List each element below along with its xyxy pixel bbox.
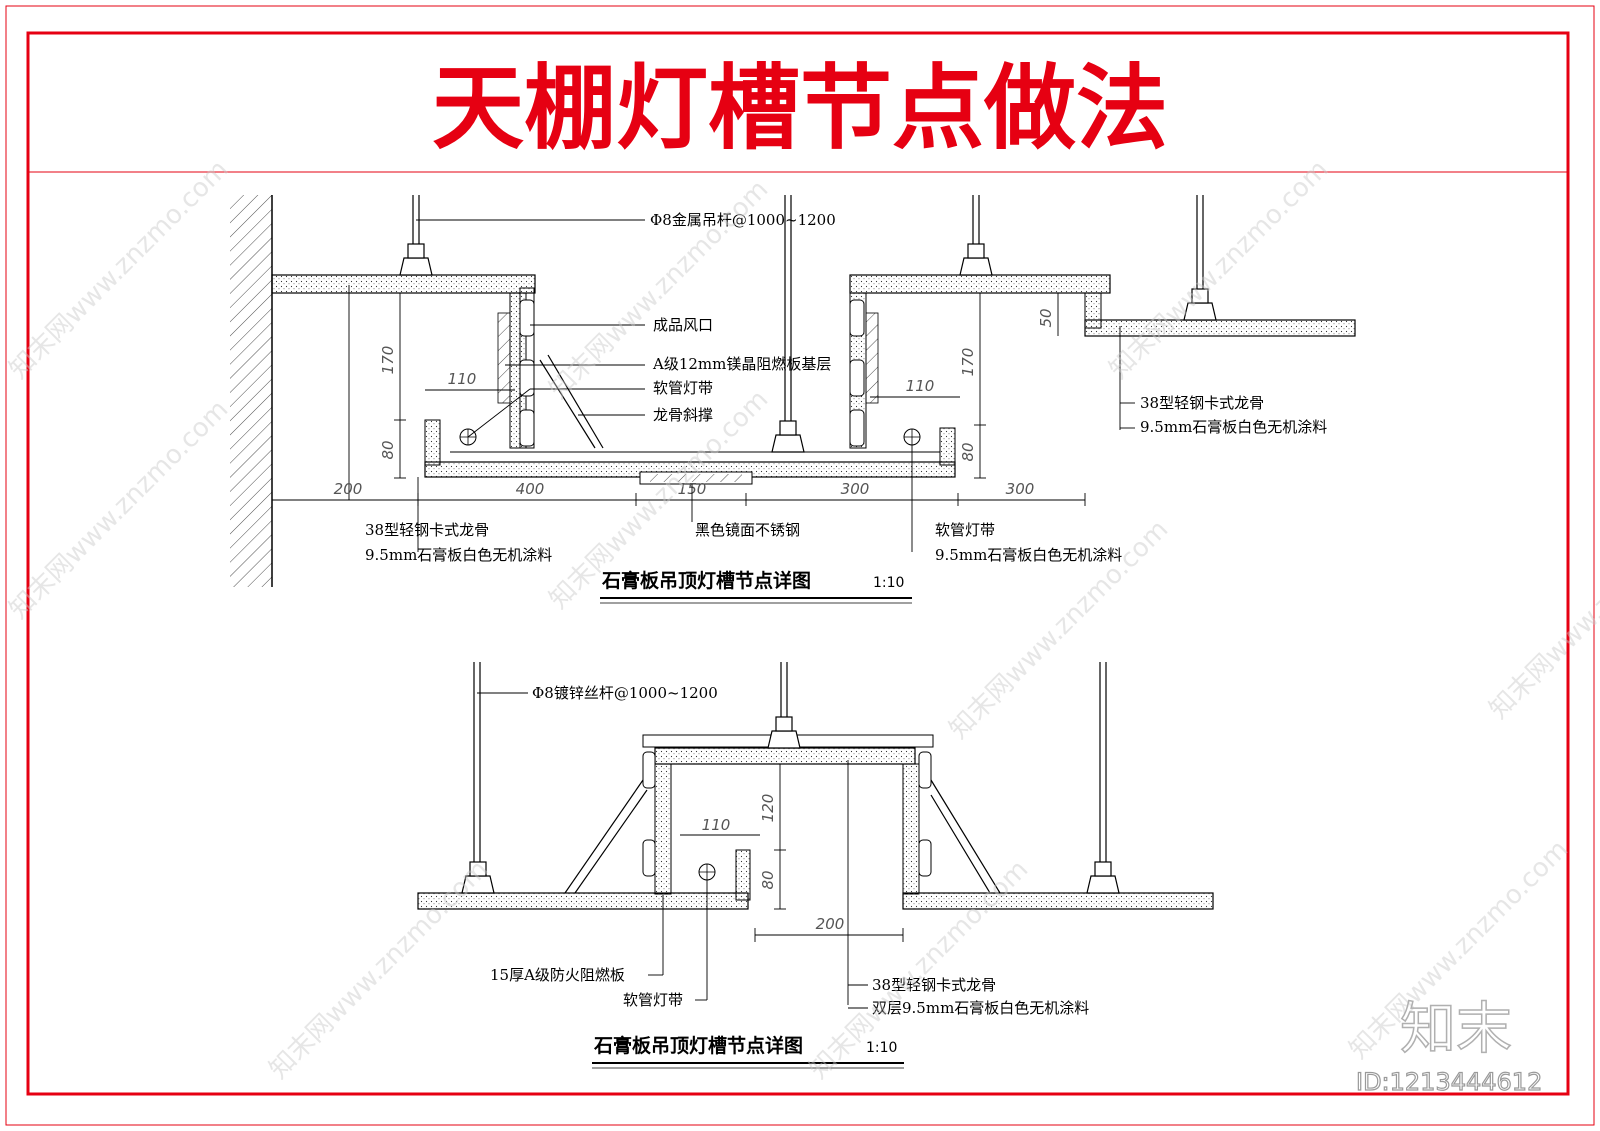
- diagram-2: 110 120 80 200 Φ8镀锌丝杆@1000~1200 15厚A级防火阻…: [417, 662, 1214, 1069]
- label-led: 软管灯带: [653, 379, 713, 397]
- svg-text:知末网www.znzmo.com: 知末网www.znzmo.com: [1484, 494, 1600, 725]
- label-led-bottom: 软管灯带: [935, 521, 995, 539]
- label2-rod: Φ8镀锌丝杆@1000~1200: [532, 684, 718, 702]
- svg-text:知末网www.znzmo.com: 知末网www.znzmo.com: [4, 394, 235, 625]
- dim2-120: 120: [759, 794, 777, 823]
- outer-frame: [5, 5, 1595, 1126]
- dim-170-b: 170: [959, 348, 977, 377]
- watermark-brand: 知末: [1400, 997, 1512, 1062]
- dim2-80: 80: [759, 870, 777, 889]
- label2-led: 软管灯带: [623, 991, 683, 1009]
- hanger-rods-2: [473, 662, 1107, 865]
- label2-board: 双层9.5mm石膏板白色无机涂料: [872, 999, 1089, 1017]
- svg-text:知末网www.znzmo.com: 知末网www.znzmo.com: [1104, 154, 1335, 385]
- dimension-lines-1: [271, 285, 1086, 506]
- dim-110-a: 110: [448, 370, 477, 388]
- dimension-lines-2: [680, 763, 904, 942]
- ceiling-box-2: [654, 747, 916, 765]
- hanger-clips-2: [461, 716, 1120, 894]
- label-steel: 黑色镜面不锈钢: [695, 521, 800, 539]
- hanger-clips-1: [399, 243, 1217, 453]
- led-tube-2-icon: [698, 863, 716, 881]
- label-base: A级12mm镁晶阻燃板基层: [652, 355, 831, 373]
- label-board-right: 9.5mm石膏板白色无机涂料: [1140, 418, 1327, 436]
- led-tube-right-icon: [903, 428, 921, 446]
- label-board-left: 9.5mm石膏板白色无机涂料: [365, 546, 552, 564]
- dim-80-b: 80: [959, 442, 977, 461]
- wall-hatch: [230, 195, 272, 587]
- dim-80-a: 80: [379, 440, 397, 459]
- label2-keel: 38型轻钢卡式龙骨: [872, 976, 996, 994]
- dim2-110: 110: [702, 816, 731, 834]
- dim-300-b: 300: [1006, 480, 1035, 498]
- inner-frame: [26, 31, 1570, 1096]
- ceiling-board-right-2: [902, 892, 1214, 910]
- label-brace: 龙骨斜撑: [653, 406, 713, 424]
- caption-2: 石膏板吊顶灯槽节点详图: [593, 1034, 803, 1057]
- svg-text:知末网www.znzmo.com: 知末网www.znzmo.com: [264, 854, 495, 1085]
- dim-50: 50: [1037, 308, 1055, 327]
- scale-1: 1:10: [873, 575, 904, 591]
- watermark-id: ID:1213444612: [1356, 1068, 1542, 1096]
- hanger-rods-1: [412, 195, 1204, 440]
- leader-lines-1: [416, 219, 1135, 552]
- dim-110-b: 110: [906, 377, 935, 395]
- dim-300-a: 300: [841, 480, 870, 498]
- label-board-bottom: 9.5mm石膏板白色无机涂料: [935, 546, 1122, 564]
- caption-1: 石膏板吊顶灯槽节点详图: [601, 569, 811, 592]
- ceiling-board-right: [1084, 319, 1356, 337]
- dim2-200: 200: [816, 915, 845, 933]
- label-keel-left: 38型轻钢卡式龙骨: [365, 521, 489, 539]
- svg-text:知末网www.znzmo.com: 知末网www.znzmo.com: [4, 154, 235, 385]
- label-vent: 成品风口: [653, 316, 713, 334]
- label-keel-right: 38型轻钢卡式龙骨: [1140, 394, 1264, 412]
- diagram-1: 200 400 150 300 300 170 80 110 170 80 11…: [230, 195, 1356, 604]
- dim-400: 400: [516, 480, 545, 498]
- leader-lines-2: [477, 692, 868, 1009]
- vent: [497, 299, 535, 447]
- label-rod: Φ8金属吊杆@1000~1200: [650, 211, 836, 229]
- dim-170-a: 170: [379, 346, 397, 375]
- dim-200: 200: [334, 480, 363, 498]
- ceiling-board-mid-raised: [849, 274, 1111, 294]
- ceiling-board-left-2: [417, 892, 749, 910]
- ceiling-board-left: [271, 274, 536, 294]
- scale-2: 1:10: [866, 1040, 897, 1056]
- page-title: 天棚灯槽节点做法: [432, 55, 1168, 162]
- brace: [539, 359, 596, 449]
- label2-fireboard: 15厚A级防火阻燃板: [490, 966, 625, 984]
